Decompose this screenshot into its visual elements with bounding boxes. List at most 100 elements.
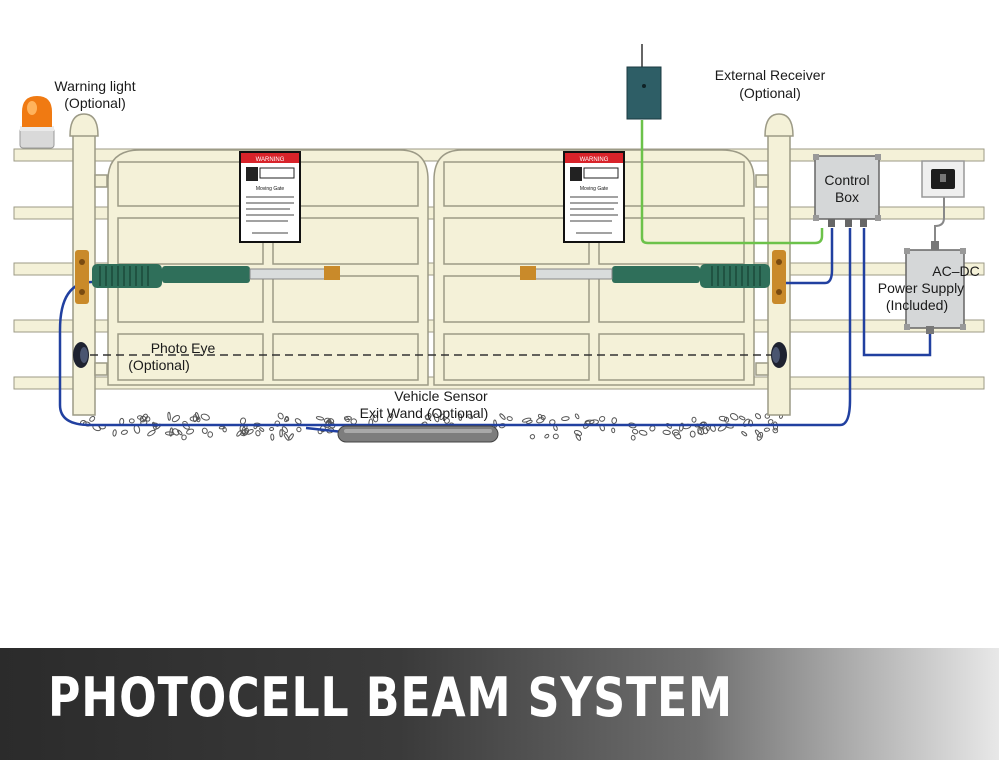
right-gate-panel bbox=[433, 149, 755, 386]
gravel-pebble bbox=[754, 429, 762, 438]
gravel-pebble bbox=[544, 433, 550, 439]
gravel-pebble bbox=[574, 413, 580, 420]
gravel-pebble bbox=[772, 427, 779, 434]
gravel-pebble bbox=[259, 427, 265, 432]
ac-dc-label: AC–DC bbox=[932, 263, 979, 279]
external-receiver-optional-label: (Optional) bbox=[739, 85, 800, 101]
wall-outlet-icon bbox=[921, 160, 965, 198]
gravel-pebble bbox=[439, 413, 445, 421]
control-box bbox=[813, 154, 881, 227]
gravel-pebble bbox=[697, 426, 705, 436]
gravel-pebble bbox=[506, 416, 513, 422]
right-gate-actuator bbox=[520, 250, 786, 304]
gravel-pebble bbox=[718, 415, 728, 422]
banner-title: PHOTOCELL BEAM SYSTEM bbox=[48, 666, 733, 729]
power-supply-label: Power Supply bbox=[878, 280, 964, 296]
gravel-pebble bbox=[754, 413, 762, 420]
gravel-pebble bbox=[327, 421, 336, 429]
gravel-pebble bbox=[467, 413, 474, 420]
photo-eye-label: Photo Eye bbox=[151, 340, 216, 356]
gravel-pebble bbox=[112, 429, 117, 437]
gravel-pebble bbox=[281, 426, 289, 433]
gravel-pebble bbox=[662, 429, 671, 436]
gravel-pebble bbox=[343, 416, 350, 423]
gravel-pebble bbox=[246, 429, 254, 435]
gravel-pebble bbox=[763, 427, 770, 432]
gravel-pebble bbox=[540, 415, 546, 421]
gravel-pebble bbox=[147, 429, 156, 437]
gravel-pebble bbox=[277, 412, 284, 420]
gravel-pebble bbox=[552, 433, 559, 440]
gravel-pebble bbox=[521, 417, 532, 423]
gate-opener-diagram: WARNING Moving Gate WARNING Moving Gate bbox=[13, 44, 985, 443]
sign-title-text: Moving Gate bbox=[580, 186, 609, 192]
warning-light-icon bbox=[19, 96, 55, 149]
gravel-pebble bbox=[741, 431, 748, 437]
sign-title-text: Moving Gate bbox=[256, 186, 285, 192]
gravel-pebble bbox=[200, 413, 210, 421]
gravel-pebble bbox=[192, 414, 198, 423]
gravel-pebble bbox=[689, 430, 696, 438]
gravel-pebble bbox=[284, 416, 289, 423]
gravel-pebble bbox=[425, 413, 432, 421]
gravel-pebble bbox=[671, 429, 680, 436]
warning-light-optional-label: (Optional) bbox=[64, 95, 125, 111]
gravel-pebble bbox=[171, 415, 181, 423]
gravel-pebble bbox=[279, 429, 283, 438]
gravel-pebble bbox=[296, 426, 302, 433]
gravel-pebble bbox=[315, 416, 325, 421]
warning-light-label: Warning light bbox=[54, 78, 135, 94]
gravel-pebble bbox=[673, 431, 682, 440]
external-receiver-label: External Receiver bbox=[715, 67, 826, 83]
gravel-pebble bbox=[767, 419, 774, 425]
vehicle-sensor-exit-wand bbox=[337, 425, 499, 443]
gravel-pebble bbox=[561, 416, 570, 422]
left-gate-panel bbox=[107, 149, 429, 386]
gravel-pebble bbox=[128, 418, 135, 424]
gravel-pebble bbox=[458, 413, 463, 421]
gravel-pebble bbox=[169, 427, 173, 437]
gravel-pebble bbox=[536, 417, 545, 424]
gravel-pebble bbox=[433, 413, 440, 423]
gravel-pebble bbox=[294, 418, 302, 425]
gravel-pebble bbox=[387, 413, 394, 423]
blue-wiring bbox=[58, 228, 932, 434]
sign-header-text: WARNING bbox=[256, 157, 285, 163]
gravel-pebble bbox=[283, 433, 290, 441]
control-box-label-line1: Control bbox=[824, 172, 869, 188]
gravel-pebble bbox=[611, 417, 618, 424]
gravel-pebble bbox=[222, 426, 227, 433]
gravel-pebble bbox=[444, 417, 450, 424]
gravel-pebble bbox=[630, 435, 636, 441]
gravel-pebble bbox=[177, 429, 183, 436]
gravel-pebble bbox=[201, 427, 208, 434]
title-banner: PHOTOCELL BEAM SYSTEM bbox=[0, 648, 999, 760]
gravel-pebble bbox=[739, 415, 746, 421]
vehicle-sensor-label: Vehicle Sensor bbox=[394, 388, 488, 404]
gravel-pebble bbox=[269, 426, 275, 432]
gravel-pebble bbox=[350, 418, 357, 425]
gravel-pebble bbox=[638, 429, 648, 436]
power-supply-included-label: (Included) bbox=[886, 297, 948, 313]
gravel-pebble bbox=[89, 415, 96, 422]
gravel-pebble bbox=[729, 413, 739, 421]
gravel-pebble bbox=[181, 434, 187, 441]
left-gate-actuator bbox=[75, 250, 340, 304]
gravel-pebble bbox=[598, 416, 606, 422]
gravel-pebble bbox=[239, 417, 247, 425]
gravel-pebble bbox=[120, 429, 128, 435]
exit-wand-label: Exit Wand (Optional) bbox=[360, 405, 489, 421]
gravel-pebble bbox=[270, 433, 275, 441]
gravel-pebble bbox=[207, 431, 214, 438]
gravel-pebble bbox=[764, 413, 771, 419]
gravel-pebble bbox=[167, 411, 171, 421]
left-photo-eye-icon bbox=[73, 342, 89, 368]
gravel-pebble bbox=[631, 428, 639, 435]
left-warning-sign: WARNING Moving Gate bbox=[239, 151, 301, 243]
gravel-pebble bbox=[323, 417, 331, 423]
external-receiver-icon bbox=[626, 44, 662, 120]
gravel-pebble bbox=[691, 416, 697, 423]
right-warning-sign: WARNING Moving Gate bbox=[563, 151, 625, 243]
control-box-label-line2: Box bbox=[835, 189, 859, 205]
power-supply-box bbox=[904, 241, 966, 334]
